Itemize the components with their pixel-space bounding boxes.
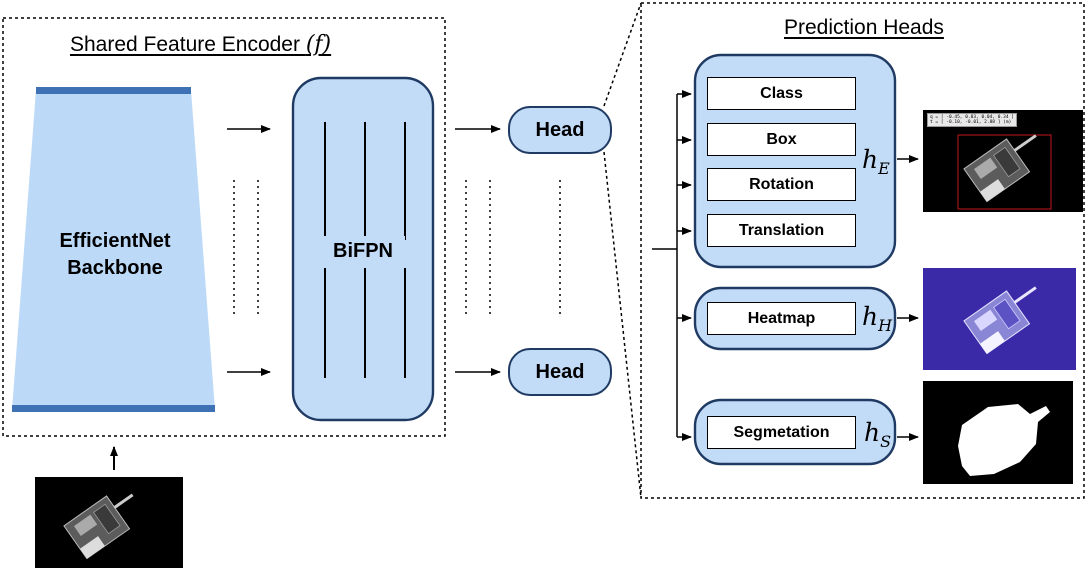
symbol-h-e-base: h (862, 145, 879, 174)
head-item-class: Class (707, 77, 856, 110)
head-item-translation: Translation (707, 214, 856, 247)
encoder-frame (2, 17, 446, 437)
head-top-label: Head (535, 118, 585, 141)
head-item-rotation: Rotation (707, 168, 856, 201)
zoom-line-top (603, 2, 642, 107)
head-bottom-label: Head (535, 360, 585, 383)
symbol-h-s: hS (864, 418, 891, 451)
symbol-h-e: hE (862, 145, 890, 178)
backbone-shape (12, 90, 215, 410)
head-item-segmentation: Segmetation (707, 416, 856, 449)
bifpn-label: BiFPN (321, 236, 405, 266)
encoder-title-text: Shared Feature Encoder (70, 33, 306, 56)
bifpn-label-text: BiFPN (333, 239, 393, 262)
head-item-box-label: Box (766, 130, 797, 148)
head-item-rotation-label: Rotation (749, 175, 814, 193)
prediction-heads-title: Prediction Heads (784, 16, 944, 39)
pose-annotation-line2: t = [ -0.10, -0.01, 2.88 ] (m) (930, 120, 1012, 125)
head-bottom: Head (508, 348, 612, 396)
backbone-label-line2: Backbone (67, 257, 163, 279)
head-item-segmentation-label: Segmetation (733, 423, 830, 441)
symbol-h-h-base: h (862, 302, 879, 331)
pose-annotation: q = [ -0.45, 0.83, 0.04, 0.34 ]t = [ -0.… (927, 113, 1017, 127)
zoom-line-bottom (603, 151, 642, 499)
heatmap-output-image (923, 268, 1076, 370)
backbone-label-line1: EfficientNet (59, 230, 171, 252)
segmentation-output-image (923, 381, 1073, 484)
symbol-h-e-sub: E (878, 159, 890, 178)
backbone-label: EfficientNet Backbone (20, 228, 210, 282)
prediction-frame (640, 2, 1085, 499)
head-item-box: Box (707, 123, 856, 156)
backbone-top-bar (36, 87, 191, 94)
head-item-heatmap: Heatmap (707, 302, 856, 335)
encoder-symbol: (f) (305, 32, 332, 57)
head-item-class-label: Class (760, 84, 803, 102)
backbone-bottom-bar (12, 405, 215, 412)
pose-annotation-line1: q = [ -0.45, 0.83, 0.04, 0.34 ] (930, 115, 1014, 120)
head-item-heatmap-label: Heatmap (747, 309, 816, 327)
symbol-h-s-sub: S (880, 432, 892, 451)
symbol-h-h-sub: H (878, 316, 893, 335)
symbol-h-s-base: h (864, 418, 881, 447)
head-top: Head (508, 106, 612, 154)
encoder-title: Shared Feature Encoder (f) (70, 32, 331, 57)
pose-output-image (923, 110, 1083, 212)
head-item-translation-label: Translation (738, 221, 825, 239)
input-image (35, 477, 183, 568)
symbol-h-h: hH (862, 302, 892, 335)
